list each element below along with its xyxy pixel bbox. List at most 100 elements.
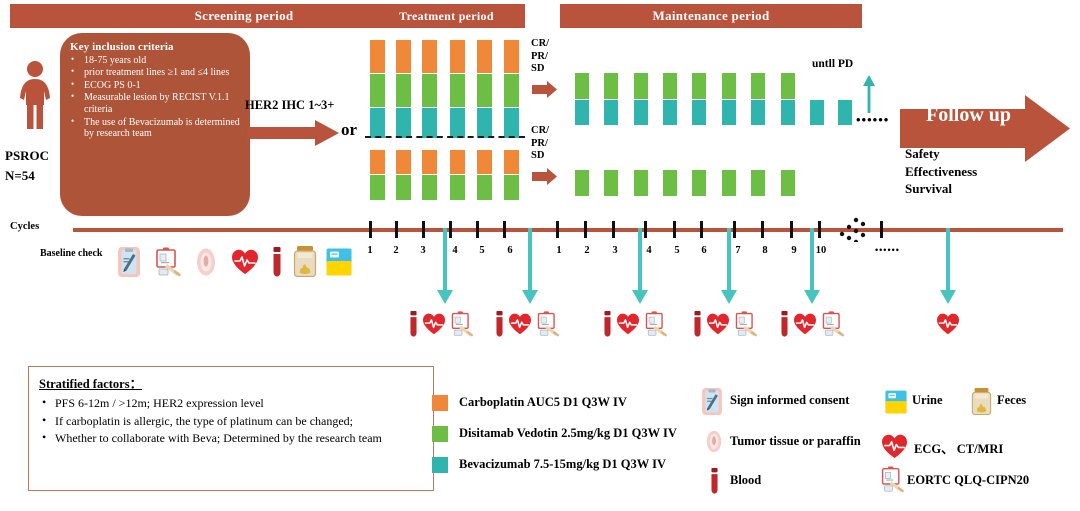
tissue-sample-icon [197,248,215,276]
cycle-number: 4 [646,245,652,256]
timeline-tick [612,221,615,238]
timeline-tick [369,221,372,238]
legend-label-eortc-qlq-cipn20: EORTC QLQ-CIPN20 [907,473,1030,487]
response-criteria-line: SD [531,150,545,161]
cycle-number: 6 [507,245,513,256]
legend-swatch-carboplatin [432,395,448,411]
banner-treatment-label: Treatment period [399,8,494,23]
legend-label-ecg-ct-mri: ECG、 CT/MRI [914,442,1004,456]
treatment-bar-carboplatin [450,40,465,73]
assessment-arrowhead-icon [632,290,648,304]
cycle-number: 5 [674,245,680,256]
cycle-number: 3 [420,245,426,256]
maintenance-bar-bevacizumab [604,100,618,125]
maintenance-bar-disitamab [722,170,736,196]
treatment-bar-disitamab [477,74,492,107]
her2-ihc-label: HER2 IHC 1~3+ [245,98,335,112]
maintenance-bar-disitamab [692,73,706,99]
stratified-factors-list: PFS 6-12m / >12m; HER2 expression level … [39,394,423,447]
questionnaire-icon [881,466,905,493]
assessment-arrowhead-icon [437,290,453,304]
response-criteria-line: CR/ [531,38,550,49]
cycle-number: 10 [815,245,827,256]
inclusion-criteria-item: Measurable lesion by RECIST V.1.1 criter… [68,91,242,116]
timeline-axis [73,228,1063,232]
treatment-bar-carboplatin [396,40,411,73]
treatment-bar-disitamab [370,175,385,200]
clipboard-pen-icon [118,247,140,277]
response-arrow-icon-arm-a [532,81,557,98]
stratified-factor-item: PFS 6-12m / >12m; HER2 expression level [39,394,423,412]
maintenance-bar-disitamab [722,73,736,99]
cycle-number: 3 [612,245,618,256]
inclusion-criteria-title: Key inclusion criteria [70,41,174,53]
legend-label-bevacizumab: Bevacizumab 7.5-15mg/kg D1 Q3W IV [459,457,667,471]
timeline-tick [880,221,883,238]
maintenance-bar-disitamab [575,170,589,196]
treatment-bar-carboplatin [504,150,519,174]
maintenance-bar-disitamab [781,73,795,99]
female-patient-icon [20,61,50,129]
baseline-check-label: Baseline check [40,248,103,259]
banner-treatment-period: Treatment period [368,4,525,28]
cycle-number: 2 [393,245,399,256]
treatment-bar-carboplatin [422,40,437,73]
feces-jar-icon [293,246,317,277]
timeline-tick [790,221,793,238]
inclusion-criteria-list: 18-75 years old prior treatment lines ≥1… [68,54,242,141]
maintenance-bar-bevacizumab [722,100,736,125]
response-criteria-line: PR/ [531,50,548,62]
timeline-tick [644,221,647,238]
treatment-bar-carboplatin [422,150,437,174]
treatment-bar-disitamab [396,74,411,107]
maintenance-continuation-dots: •••••• [856,112,890,127]
stratified-factors-title: Stratified factors： [39,377,143,391]
tissue-sample-icon [706,430,722,453]
timeline-break-dots-icon [839,217,866,242]
assessment-connector-line [638,228,642,294]
cycle-number: 7 [735,245,741,256]
assessment-arrowhead-icon [940,290,956,304]
stratified-factors-box: Stratified factors： PFS 6-12m / >12m; HE… [28,366,434,491]
maintenance-bar-disitamab [634,73,648,99]
cycle-number: 5 [479,245,485,256]
heart-ecg-icon [937,313,959,335]
assessment-arrowhead-icon [804,290,820,304]
assessment-connector-line [528,228,532,294]
maintenance-bar-disitamab [663,73,677,99]
response-criteria-line: SD [531,63,545,74]
cycle-number: 9 [791,245,797,256]
legend-swatch-bevacizumab [432,457,448,473]
follow-up-label: Follow up [926,104,1012,126]
questionnaire-icon [822,311,845,337]
treatment-bar-disitamab [422,74,437,107]
treatment-bar-disitamab [450,74,465,107]
timeline-tick [584,221,587,238]
legend-label-disitamab: Disitamab Vedotin 2.5mg/kg D1 Q3W IV [459,426,677,440]
maintenance-bar-disitamab [751,73,765,99]
heart-ecg-icon [232,249,258,274]
treatment-bar-disitamab [396,175,411,200]
assessment-connector-line [727,228,731,294]
questionnaire-icon [735,311,758,337]
response-criteria-arm-a: CR/ PR/ SD [531,38,549,76]
blood-tube-icon [496,311,503,337]
until-pd-arrow-icon [863,75,875,113]
heart-ecg-icon [882,434,907,459]
maintenance-bar-disitamab [692,170,706,196]
inclusion-criteria-item: 18-75 years old [68,54,242,67]
treatment-bar-bevacizumab [396,108,411,138]
follow-up-item: Safety [905,146,940,161]
timeline-tick [476,221,479,238]
banner-screening-label: Screening period [194,8,294,23]
assessment-connector-line [810,228,814,294]
maintenance-bar-bevacizumab [751,100,765,125]
heart-ecg-icon [794,313,816,335]
treatment-bar-disitamab [450,175,465,200]
feces-jar-icon [971,388,992,415]
maintenance-bar-bevacizumab [634,100,648,125]
maintenance-bar-disitamab [751,170,765,196]
treatment-bar-bevacizumab [370,108,385,138]
blood-tube-icon [711,468,718,494]
inclusion-criteria-item: The use of Bevacizumab is determined by … [68,116,242,141]
